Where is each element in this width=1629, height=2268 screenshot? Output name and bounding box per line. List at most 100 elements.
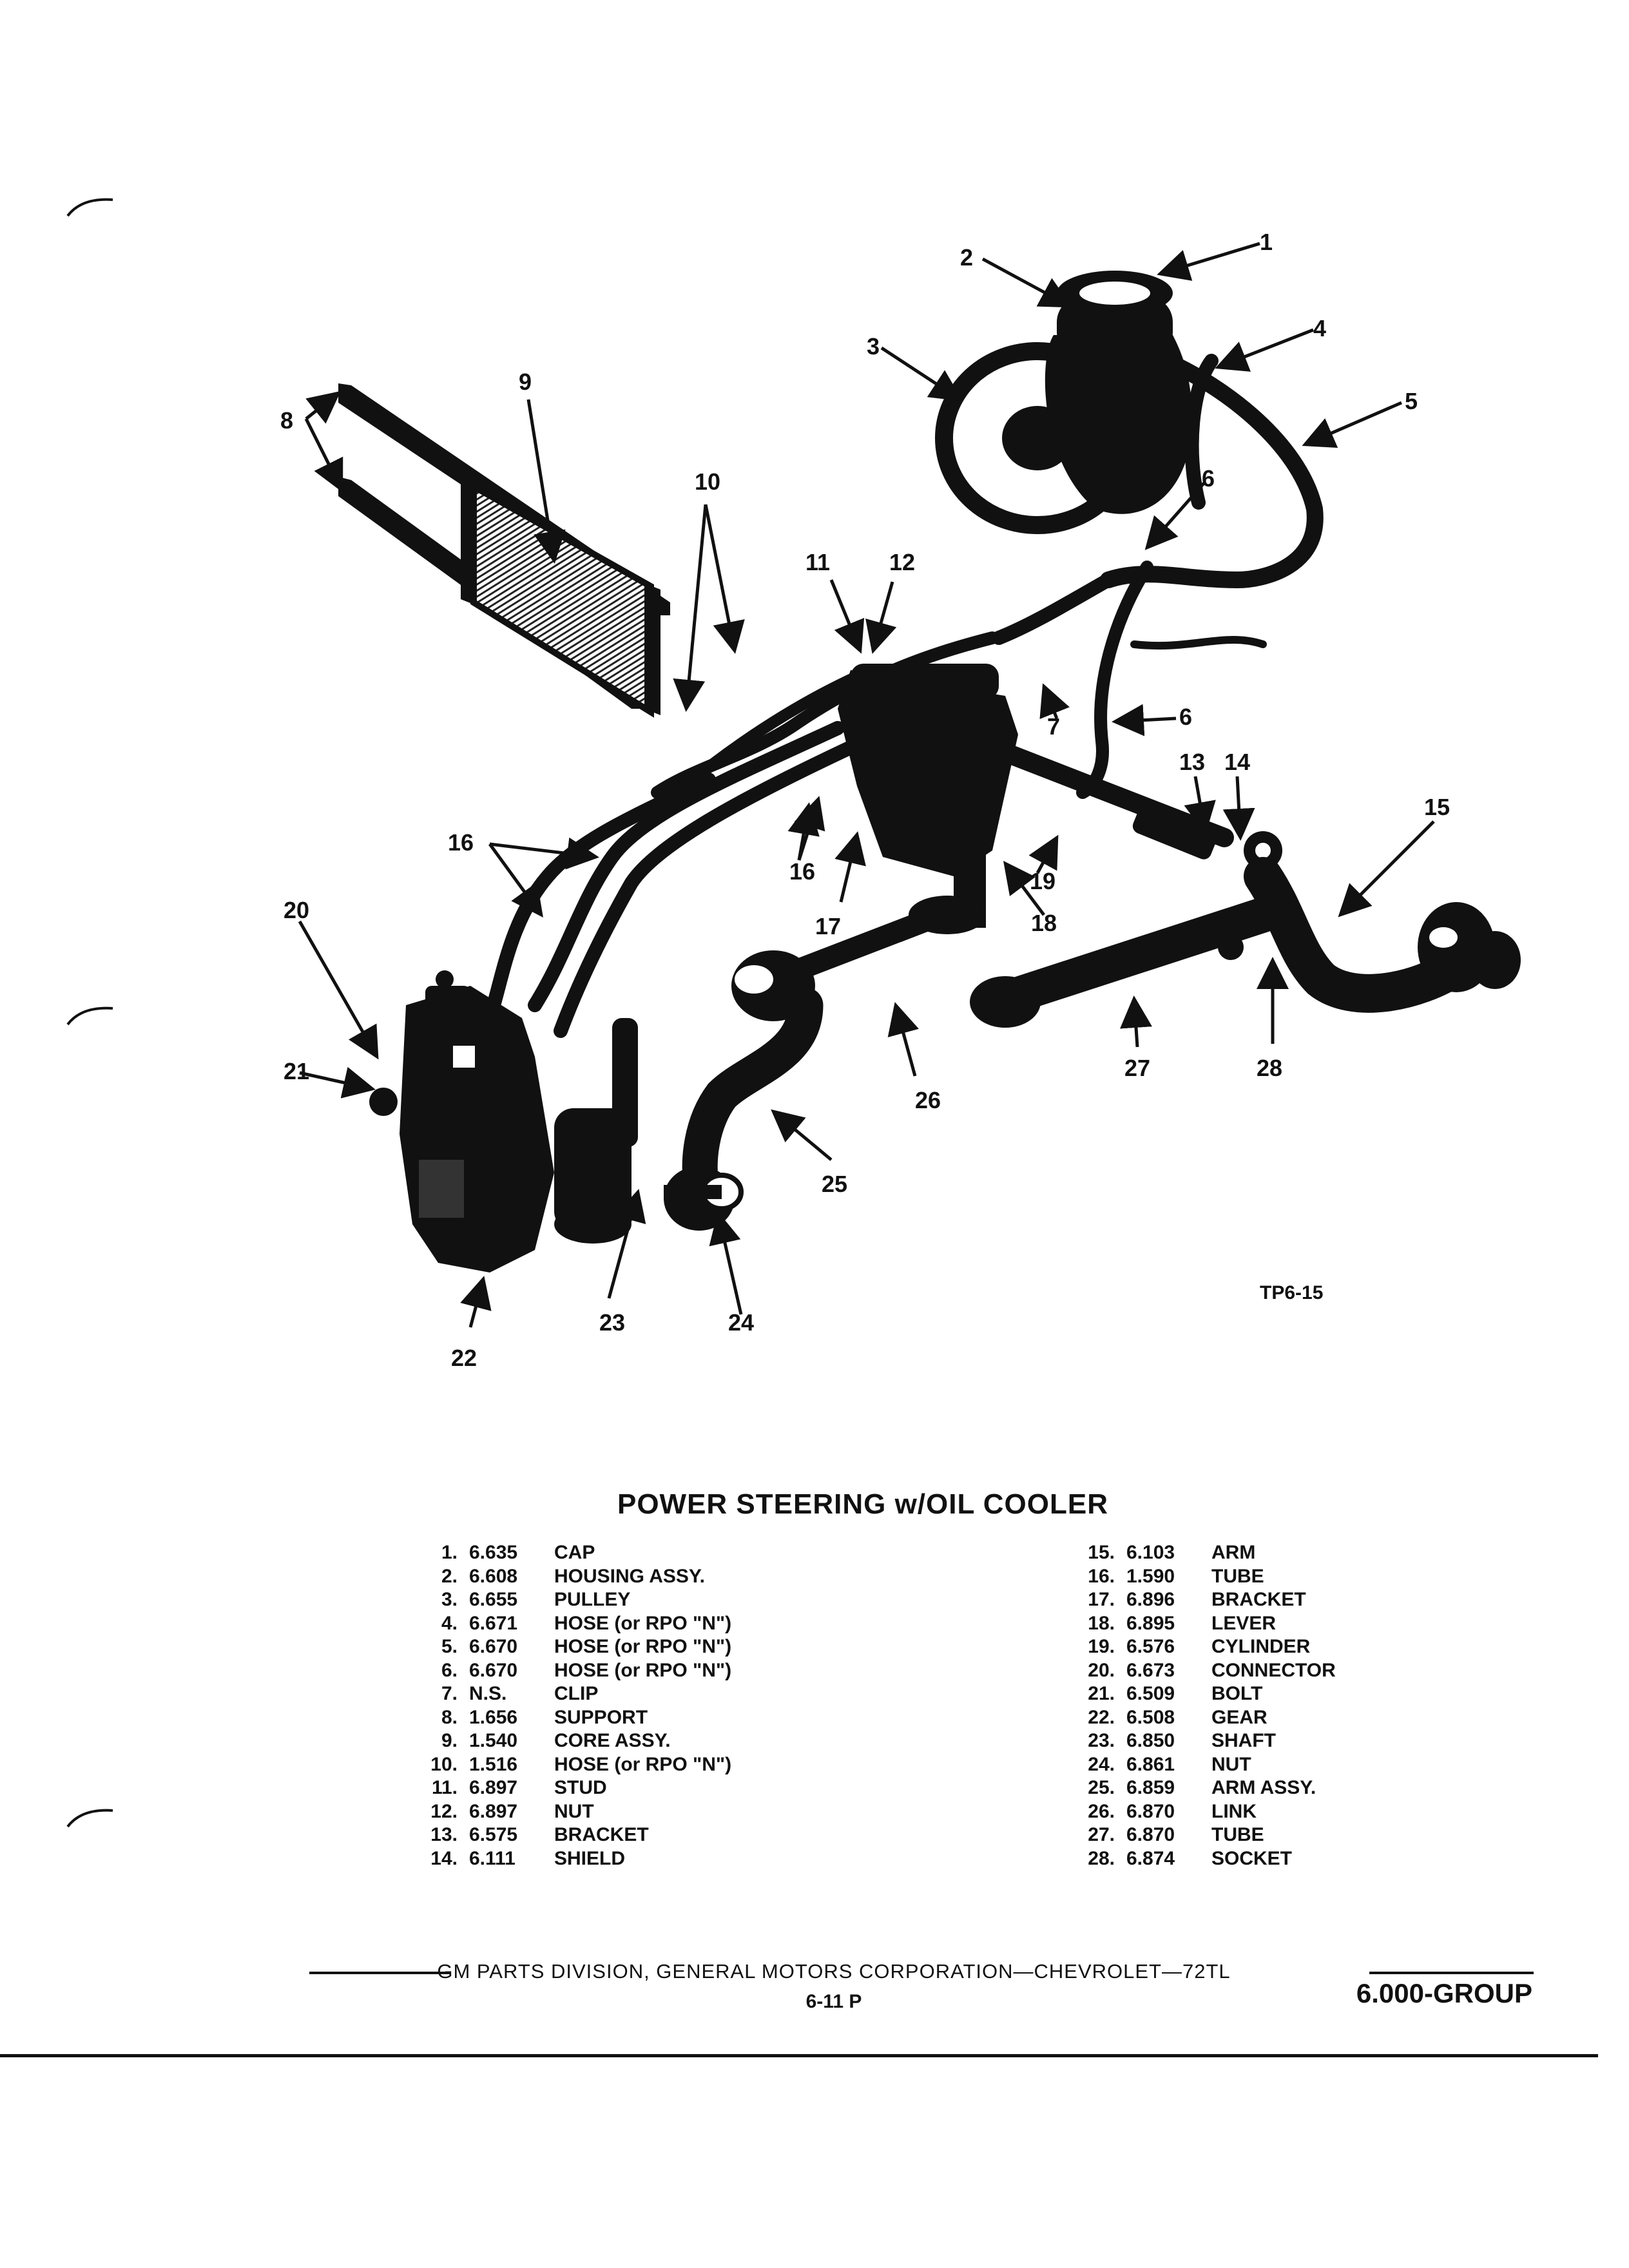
part-num: 13.	[430, 1824, 458, 1846]
callout-14: 14	[1224, 749, 1250, 775]
part-num: 4.	[441, 1612, 458, 1634]
part-code: 6.576	[1126, 1636, 1175, 1658]
part-code: 6.870	[1126, 1800, 1175, 1822]
part-name: NUT	[1211, 1753, 1251, 1775]
part-num: 25.	[1088, 1777, 1115, 1799]
part-code: 6.896	[1126, 1589, 1175, 1611]
margin-mark	[66, 1809, 113, 1828]
part-name: HOSE (or RPO "N")	[554, 1612, 732, 1634]
part-code: 1.540	[469, 1730, 518, 1752]
callout-23: 23	[599, 1309, 625, 1336]
part-code: 6.859	[1126, 1777, 1175, 1799]
footer-credit: GM PARTS DIVISION, GENERAL MOTORS CORPOR…	[437, 1960, 1231, 1983]
part-name: NUT	[554, 1800, 594, 1822]
part-name: BRACKET	[554, 1824, 649, 1846]
part-code: 6.895	[1126, 1612, 1175, 1634]
part-num: 26.	[1088, 1800, 1115, 1822]
part-code: 1.516	[469, 1753, 518, 1775]
part-name: STUD	[554, 1777, 607, 1799]
part-name: TUBE	[1211, 1565, 1264, 1587]
part-code: 6.103	[1126, 1542, 1175, 1564]
figure-code: TP6-15	[1260, 1282, 1324, 1303]
part-code: 6.670	[469, 1636, 518, 1658]
shaft	[554, 1018, 638, 1244]
part-code: 6.608	[469, 1565, 518, 1587]
callout-11: 11	[805, 549, 830, 575]
part-num: 24.	[1088, 1753, 1115, 1775]
parts-list-item: 7.N.S.CLIP	[412, 1682, 731, 1706]
callout-4: 4	[1313, 315, 1326, 341]
callout-16b: 16	[789, 858, 815, 885]
part-code: 6.861	[1126, 1753, 1175, 1775]
part-code: 1.656	[469, 1706, 518, 1728]
part-name: PULLEY	[554, 1589, 631, 1611]
part-name: HOSE (or RPO "N")	[554, 1753, 732, 1775]
part-code: 1.590	[1126, 1565, 1175, 1587]
part-name: GEAR	[1211, 1706, 1268, 1728]
group-code: 6.000-GROUP	[1356, 1978, 1532, 2008]
callout-9: 9	[519, 369, 532, 395]
parts-list-item: 19. 6.576 CYLINDER	[1070, 1635, 1336, 1659]
tubes	[483, 721, 858, 1038]
part-name: SHIELD	[554, 1847, 626, 1869]
part-code: 6.874	[1126, 1847, 1175, 1869]
callout-19: 19	[1030, 868, 1055, 894]
pump-assembly	[935, 271, 1192, 534]
callout-2: 2	[960, 244, 973, 271]
callout-24: 24	[728, 1309, 754, 1336]
part-name: BRACKET	[1211, 1589, 1306, 1611]
pitman-arm	[664, 987, 824, 1231]
callout-27: 27	[1124, 1055, 1150, 1081]
part-name: CYLINDER	[1211, 1636, 1311, 1658]
part-code: 6.673	[1126, 1659, 1175, 1681]
link-and-tube	[731, 897, 1281, 1028]
callout-12: 12	[889, 549, 915, 575]
part-num: 21.	[1088, 1683, 1115, 1705]
callout-10: 10	[695, 468, 720, 495]
part-code: 6.670	[469, 1659, 518, 1681]
part-num: 2.	[441, 1565, 458, 1587]
parts-list-item: 24. 6.861 NUT	[1070, 1753, 1336, 1777]
leader-arrows	[298, 242, 1435, 1328]
part-num: 19.	[1088, 1636, 1115, 1658]
power-steering-diagram: 1 2 3 4 5 6 6 7 8 9 10 11 12 13 14 15 16…	[280, 229, 1521, 1371]
part-num: 23.	[1088, 1730, 1115, 1752]
part-code: 6.897	[469, 1800, 518, 1822]
part-num: 8.	[441, 1706, 458, 1728]
parts-list-item: 4. 6.671 HOSE (or RPO "N")	[412, 1612, 731, 1636]
footer-rule-left	[309, 1972, 451, 1974]
part-num: 3.	[441, 1589, 458, 1611]
margin-mark	[66, 198, 113, 217]
callout-26: 26	[915, 1087, 941, 1113]
part-code: 6.635	[469, 1542, 518, 1564]
part-code: 6.671	[469, 1612, 518, 1634]
callout-5: 5	[1405, 388, 1418, 414]
steering-gear	[369, 970, 554, 1273]
callout-22: 22	[451, 1345, 477, 1371]
part-name: HOUSING ASSY.	[554, 1565, 705, 1587]
callout-15: 15	[1424, 794, 1450, 820]
callout-28: 28	[1257, 1055, 1282, 1081]
callout-7a: 7	[1047, 713, 1060, 740]
part-code: N.S.	[469, 1683, 507, 1705]
part-code: 6.508	[1126, 1706, 1175, 1728]
part-num: 20.	[1088, 1659, 1115, 1681]
page-number: 6-11 P	[805, 1991, 862, 2012]
callout-numbers: 1 2 3 4 5 6 6 7 8 9 10 11 12 13 14 15 16…	[280, 229, 1450, 1371]
callout-18: 18	[1031, 910, 1057, 936]
